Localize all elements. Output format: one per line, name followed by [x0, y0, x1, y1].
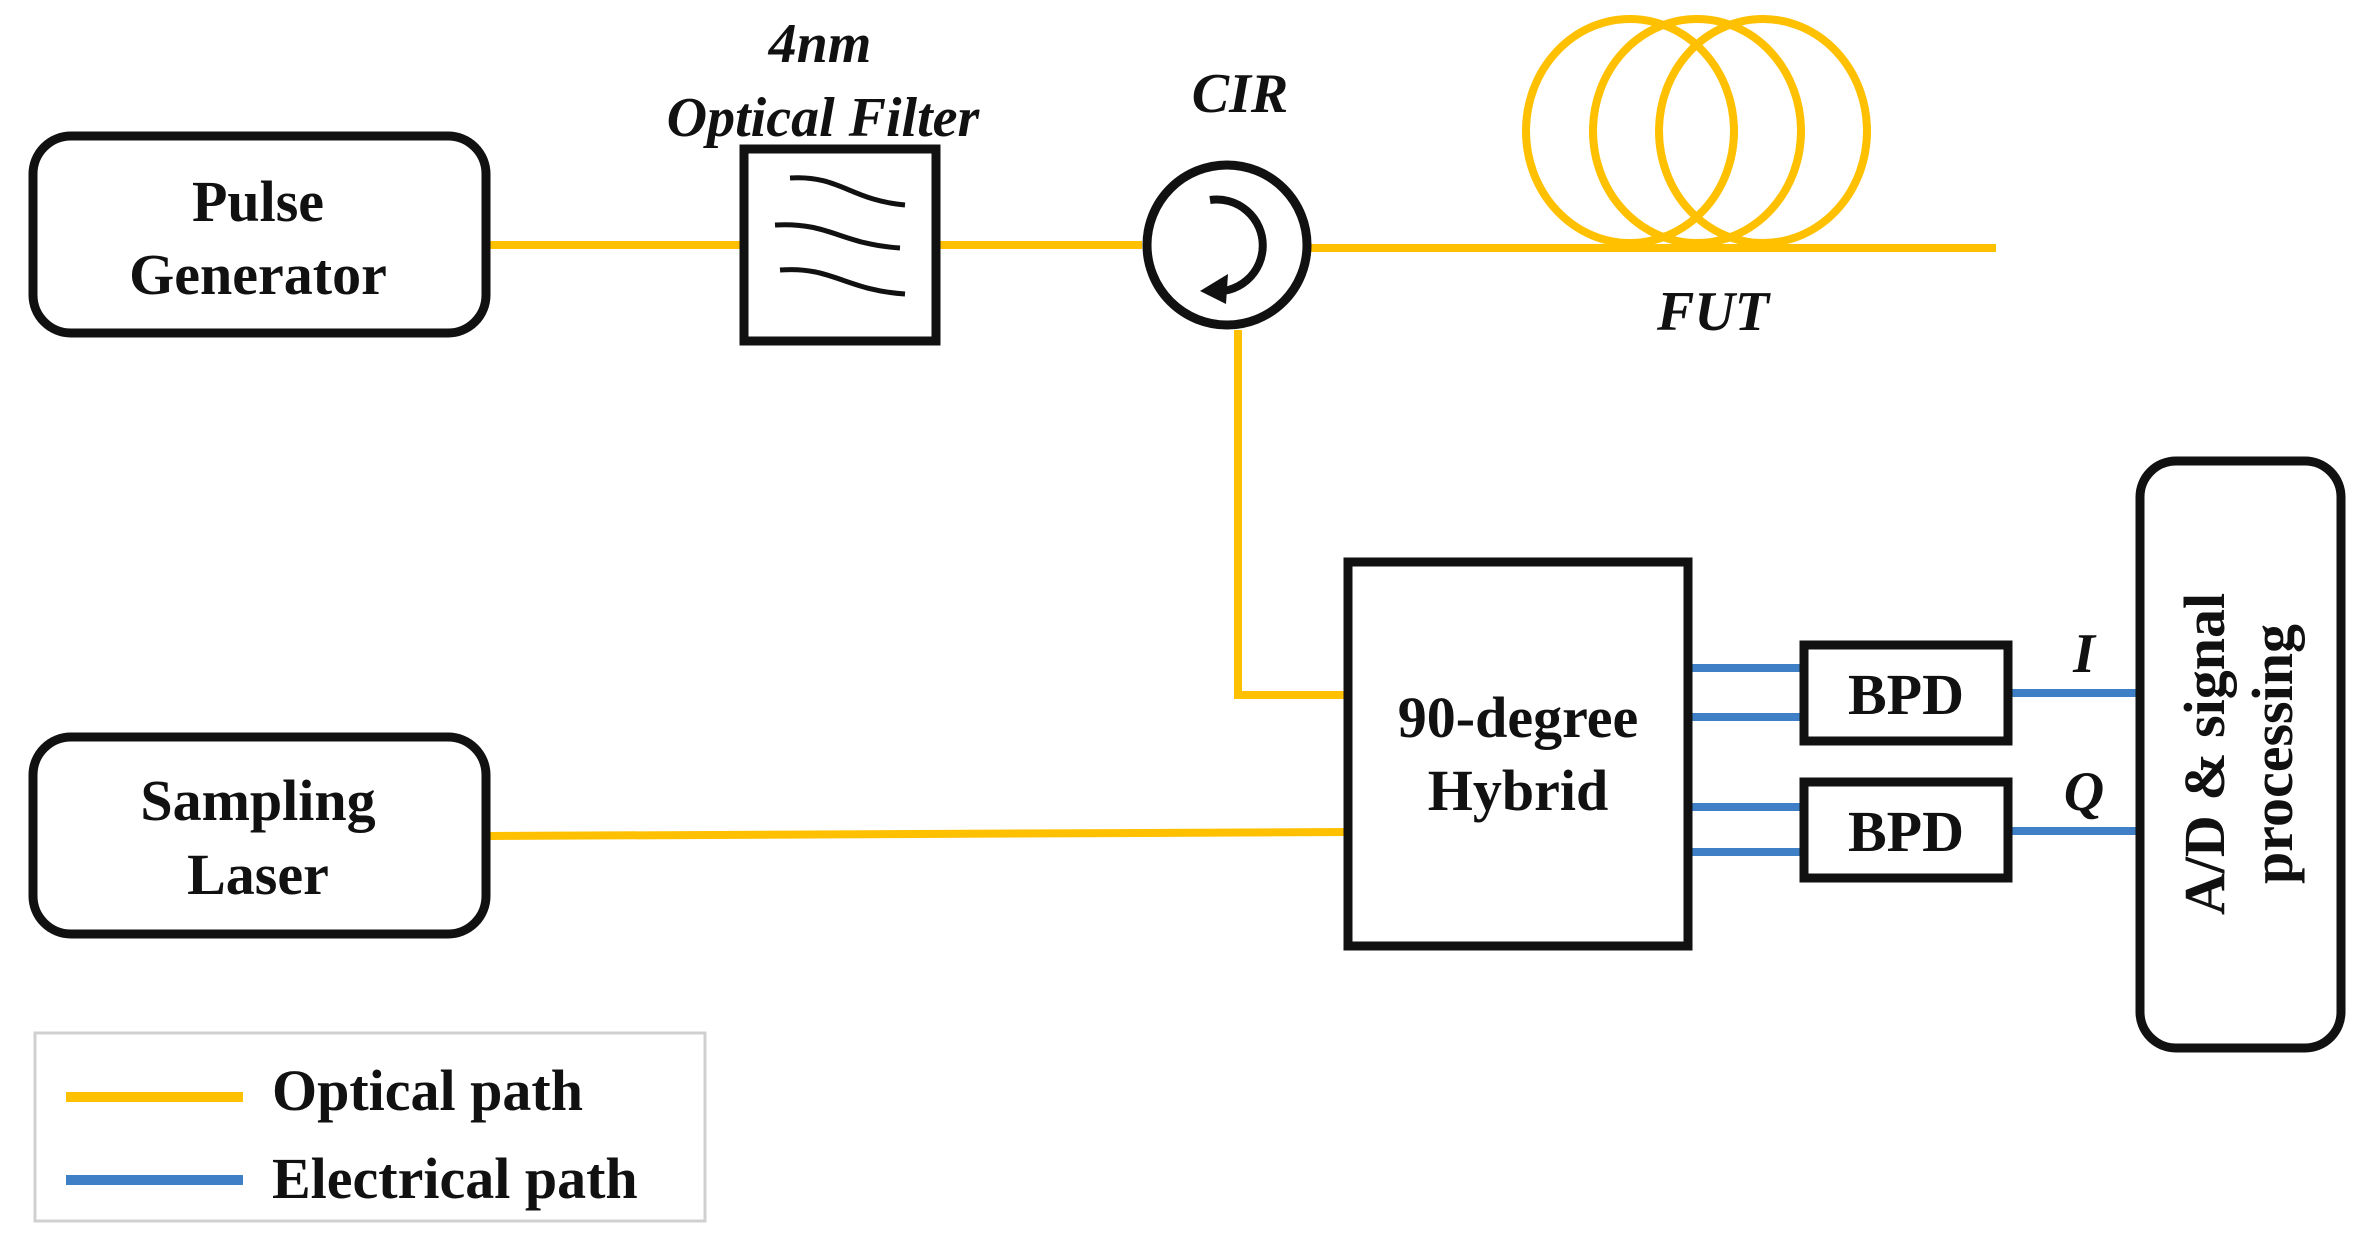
pulse-generator: Pulse Generator: [28, 131, 491, 338]
optical-path-circulator-to-hybrid: [1234, 330, 1348, 699]
circulator-arrow-icon: [1209, 195, 1267, 296]
sampling-laser: Sampling Laser: [28, 732, 491, 939]
hybrid-label-line2: Hybrid: [1428, 758, 1609, 823]
optical-paths: [487, 241, 1996, 840]
signal-label-q: Q: [2064, 761, 2104, 823]
legend-label-optical: Optical path: [272, 1058, 583, 1123]
adc-processing: A/D & signal processing: [2135, 456, 2346, 1053]
bpd-bottom-label: BPD: [1848, 799, 1964, 864]
fiber-loop-2: [1589, 15, 1805, 247]
bpd-top-box: [1799, 640, 2013, 746]
sampling-laser-label-line2: Laser: [187, 842, 329, 907]
circulator-label: CIR: [1192, 63, 1289, 125]
optical-filter-label-line1: 4nm: [768, 13, 872, 75]
circulator-arrowhead-icon: [1200, 274, 1228, 304]
adc-processing-label-line2: processing: [2240, 624, 2305, 884]
bpd-top-label: BPD: [1848, 662, 1964, 727]
fiber-loop-1: [1522, 15, 1738, 247]
filter-curve-2: [774, 222, 901, 251]
legend-label-electrical: Electrical path: [272, 1146, 638, 1211]
optical-path-laser-to-hybrid: [487, 828, 1349, 840]
optical-filter-box: [739, 144, 941, 346]
bpd-top: BPD: [1799, 640, 2013, 746]
filter-curve-3: [779, 267, 906, 297]
sampling-laser-box: [28, 732, 491, 939]
bpd-bottom-box: [1799, 777, 2013, 883]
adc-processing-box: [2135, 456, 2346, 1053]
optical-filter-label-line2: Optical Filter: [667, 87, 981, 149]
fiber-label: FUT: [1656, 281, 1772, 343]
adc-processing-label-line1: A/D & signal: [2172, 593, 2237, 915]
hybrid-label-line1: 90-degree: [1398, 685, 1639, 750]
circulator-body: [1142, 160, 1312, 330]
hybrid: 90-degree Hybrid: [1343, 557, 1693, 951]
fiber-loop-3: [1655, 15, 1871, 247]
filter-curve-1: [789, 175, 906, 208]
hybrid-box: [1343, 557, 1693, 951]
bpd-bottom: BPD: [1799, 777, 2013, 883]
pulse-generator-box: [28, 131, 491, 338]
fiber-coil: [1522, 15, 1871, 247]
optical-filter: 4nm Optical Filter: [667, 13, 981, 346]
pulse-generator-label-line2: Generator: [129, 242, 387, 307]
pulse-generator-label-line1: Pulse: [192, 169, 324, 234]
legend-box: [33, 1031, 707, 1223]
circulator: CIR: [1142, 63, 1312, 330]
sampling-laser-label-line1: Sampling: [140, 768, 375, 833]
signal-label-i: I: [2072, 623, 2097, 685]
electrical-paths: [1692, 664, 2138, 856]
legend: Optical path Electrical path: [33, 1031, 707, 1223]
